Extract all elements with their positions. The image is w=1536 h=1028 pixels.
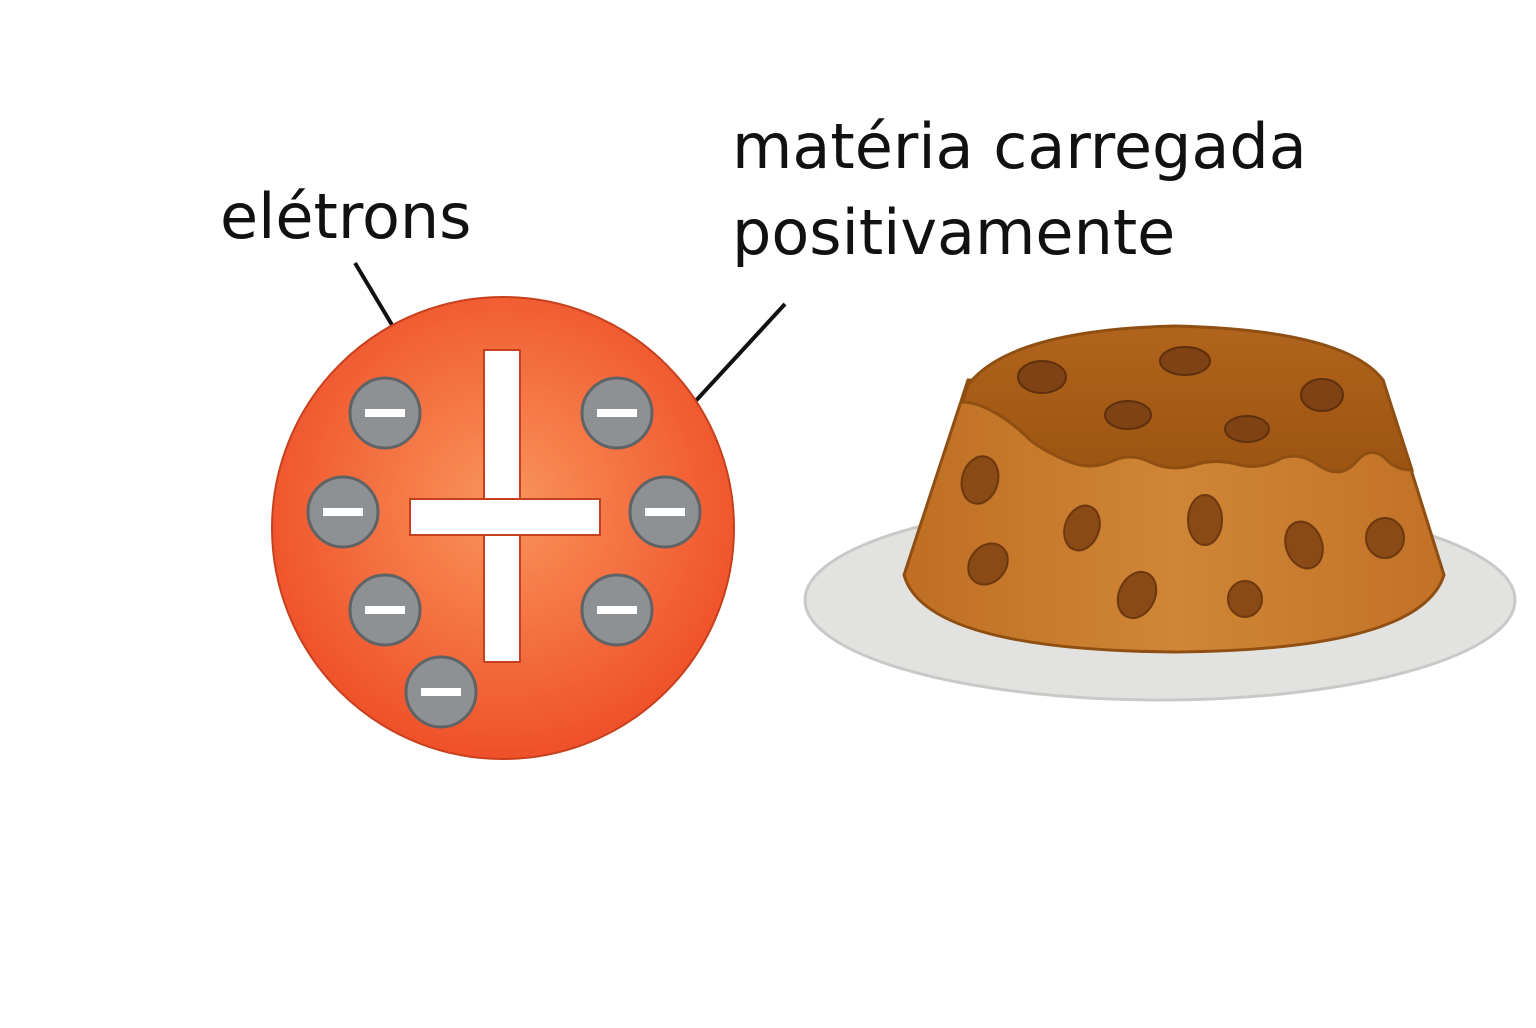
matter-leader-line — [678, 302, 787, 420]
positive-matter-label-line1: matéria carregada — [732, 110, 1307, 183]
positive-matter-label-line2: positivamente — [732, 196, 1176, 269]
plus-sign-icon — [409, 349, 601, 663]
electron — [404, 655, 478, 729]
electron — [348, 573, 422, 647]
electrons-label: elétrons — [220, 180, 472, 253]
electron — [306, 475, 380, 549]
electron — [580, 376, 654, 450]
electron — [580, 573, 654, 647]
plum-pudding-cake — [902, 324, 1446, 654]
positive-matter-label: matéria carregada positivamente — [732, 104, 1307, 276]
electron — [628, 475, 702, 549]
electron — [348, 376, 422, 450]
